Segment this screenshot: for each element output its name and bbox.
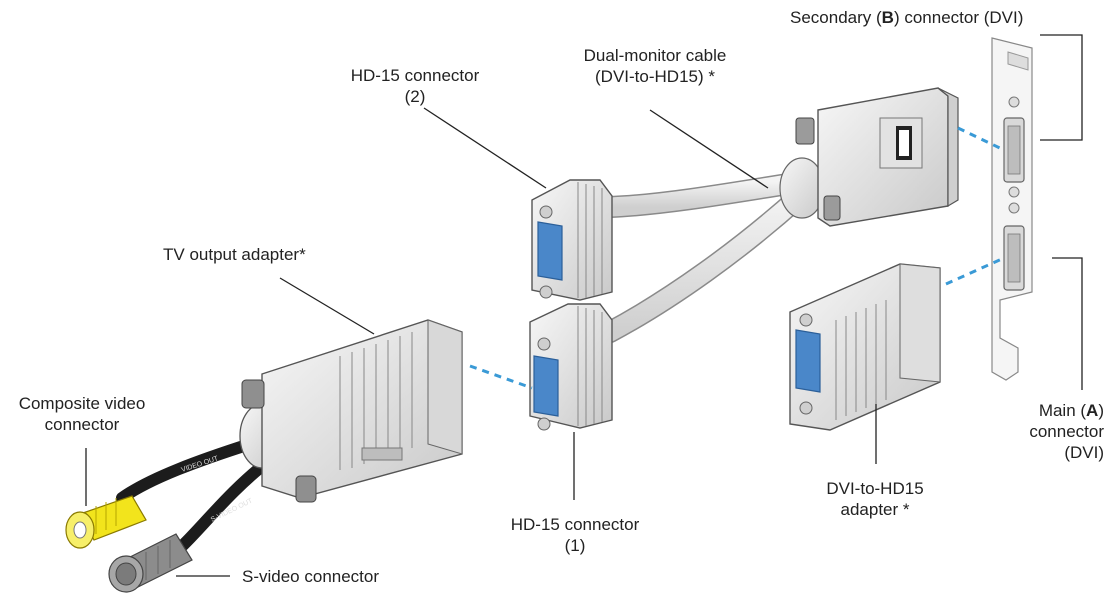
hd15-connector-1-graphic — [529, 303, 613, 431]
secondary-pre: Secondary ( — [790, 8, 882, 27]
dvi-hd15-line2: adapter * — [840, 500, 910, 519]
dual-cable-line2: (DVI-to-HD15) * — [595, 67, 715, 86]
label-dvi-to-hd15-adapter: DVI-to-HD15 adapter * — [800, 478, 950, 520]
label-svideo-connector: S-video connector — [242, 566, 379, 587]
label-hd15-connector-1: HD-15 connector (1) — [495, 514, 655, 556]
hd15-bottom-line2: (1) — [564, 536, 586, 555]
alignment-lines — [469, 126, 1005, 390]
secondary-post: ) connector (DVI) — [893, 8, 1024, 27]
dual-cable-line1: Dual-monitor cable — [583, 46, 727, 65]
hd15-bottom-line1: HD-15 connector — [510, 515, 640, 534]
composite-rca-plug-graphic — [65, 495, 147, 549]
label-secondary-connector: Secondary (B) connector (DVI) — [790, 7, 1023, 28]
dvi-port-main — [1003, 225, 1025, 291]
y-cable — [599, 171, 811, 343]
composite-line2: connector — [44, 415, 120, 434]
main-line2: connector — [1029, 422, 1104, 441]
label-tv-output-adapter: TV output adapter* — [163, 244, 306, 265]
secondary-letter: B — [881, 8, 894, 27]
main-letter: A — [1086, 401, 1099, 420]
svideo-plug-graphic — [108, 533, 193, 593]
hd15-top-line1: HD-15 connector — [350, 66, 480, 85]
label-composite-video: Composite video connector — [2, 393, 162, 435]
composite-line1: Composite video — [18, 394, 146, 413]
dvi-plug-dual-cable — [779, 87, 959, 227]
main-line1: Main (A) — [1000, 400, 1104, 421]
main-post: ) — [1098, 401, 1104, 420]
leader-lines — [85, 34, 1083, 577]
tv-output-adapter-graphic — [116, 319, 463, 554]
graphics-card-bracket — [991, 37, 1033, 381]
hd15-top-line2: (2) — [404, 87, 426, 106]
label-dual-monitor-cable: Dual-monitor cable (DVI-to-HD15) * — [560, 45, 750, 87]
main-line3: (DVI) — [1064, 443, 1104, 462]
dvi-port-secondary — [1003, 117, 1025, 183]
main-pre: Main ( — [1038, 401, 1087, 420]
hd15-connector-2-graphic — [531, 179, 613, 301]
label-hd15-connector-2: HD-15 connector (2) — [340, 65, 490, 107]
tv-adapter-text: TV output adapter* — [163, 245, 306, 264]
svideo-text: S-video connector — [242, 567, 380, 586]
dvi-hd15-line1: DVI-to-HD15 — [826, 479, 924, 498]
dvi-to-hd15-adapter-graphic — [789, 263, 941, 431]
label-main-connector: Main (A) connector (DVI) — [1000, 400, 1104, 463]
